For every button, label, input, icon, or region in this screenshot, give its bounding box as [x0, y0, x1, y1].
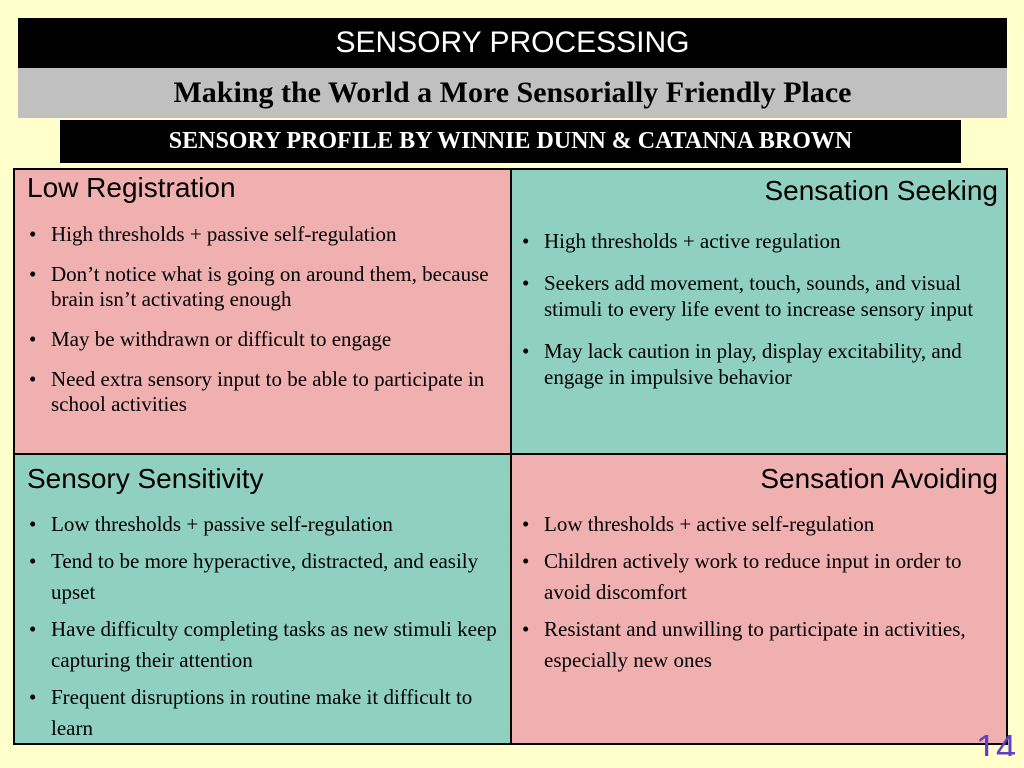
- list-item: Don’t notice what is going on around the…: [27, 262, 507, 312]
- slide-subtitle: Making the World a More Sensorially Frie…: [18, 68, 1007, 118]
- quadrant-heading: Sensory Sensitivity: [27, 463, 264, 494]
- quadrant-heading: Sensation Seeking: [764, 175, 998, 206]
- page-number: 14: [975, 730, 1016, 756]
- quadrant-heading: Low Registration: [27, 172, 236, 203]
- quadrant-list: Low thresholds + passive self-regulation…: [27, 509, 507, 743]
- list-item: Children actively work to reduce input i…: [520, 546, 1002, 608]
- list-item: May lack caution in play, display excita…: [520, 338, 1002, 390]
- list-item: Need extra sensory input to be able to p…: [27, 367, 507, 417]
- quadrant-sensation-seeking: Sensation Seeking High thresholds + acti…: [512, 170, 1006, 455]
- quadrant-list: Low thresholds + active self-regulation …: [520, 509, 1002, 682]
- sensory-quadrant-grid: Low Registration High thresholds + passi…: [13, 168, 1008, 745]
- list-item: Have difficulty completing tasks as new …: [27, 614, 507, 676]
- profile-banner: SENSORY PROFILE BY WINNIE DUNN & CATANNA…: [60, 120, 961, 163]
- list-item: High thresholds + active regulation: [520, 228, 1002, 254]
- list-item: Resistant and unwilling to participate i…: [520, 614, 1002, 676]
- list-item: Frequent disruptions in routine make it …: [27, 682, 507, 743]
- list-item: Tend to be more hyperactive, distracted,…: [27, 546, 507, 608]
- list-item: Low thresholds + active self-regulation: [520, 509, 1002, 540]
- list-item: Seekers add movement, touch, sounds, and…: [520, 270, 1002, 322]
- quadrant-heading: Sensation Avoiding: [760, 463, 998, 494]
- slide-title: SENSORY PROCESSING: [18, 18, 1007, 68]
- quadrant-sensory-sensitivity: Sensory Sensitivity Low thresholds + pas…: [15, 455, 512, 743]
- list-item: High thresholds + passive self-regulatio…: [27, 222, 507, 247]
- quadrant-list: High thresholds + active regulation Seek…: [520, 228, 1002, 406]
- list-item: Low thresholds + passive self-regulation: [27, 509, 507, 540]
- list-item: May be withdrawn or difficult to engage: [27, 327, 507, 352]
- quadrant-sensation-avoiding: Sensation Avoiding Low thresholds + acti…: [512, 455, 1006, 743]
- quadrant-low-registration: Low Registration High thresholds + passi…: [15, 170, 512, 455]
- quadrant-list: High thresholds + passive self-regulatio…: [27, 222, 507, 432]
